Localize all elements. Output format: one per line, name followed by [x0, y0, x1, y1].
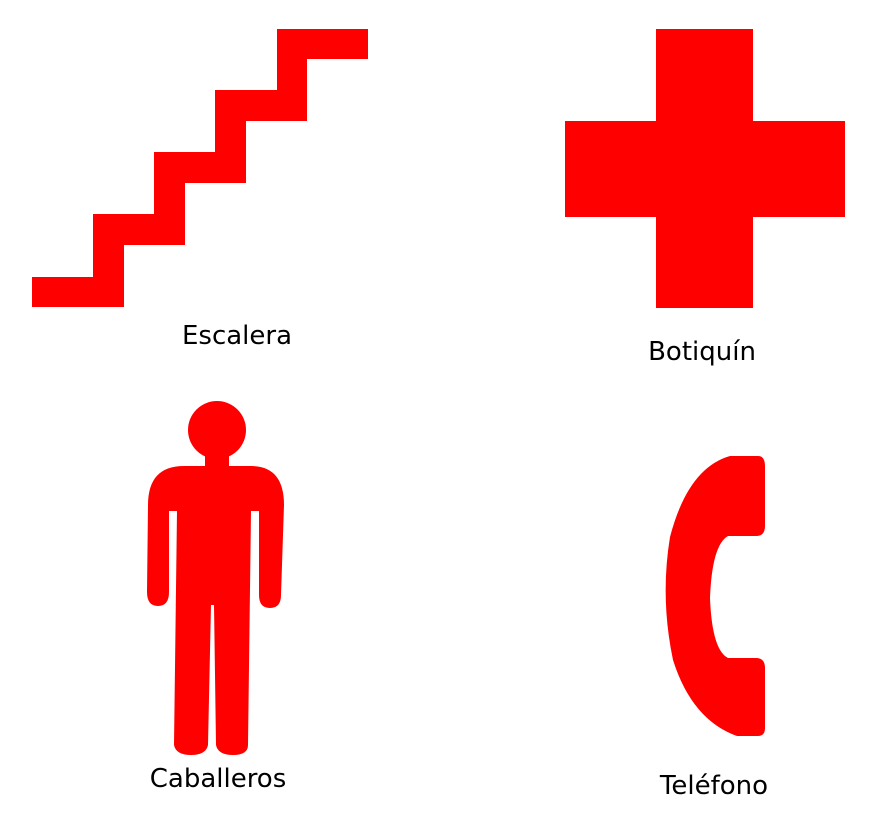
- telephone-label: Teléfono: [659, 771, 769, 801]
- stairs-label: Escalera: [181, 321, 293, 351]
- first-aid-cross-icon: [565, 29, 845, 308]
- man-icon: [147, 401, 284, 755]
- man-label: Caballeros: [149, 764, 287, 794]
- stairs-icon: [32, 29, 368, 307]
- first-aid-label: Botiquín: [648, 337, 756, 367]
- telephone-handset-icon: [665, 456, 765, 736]
